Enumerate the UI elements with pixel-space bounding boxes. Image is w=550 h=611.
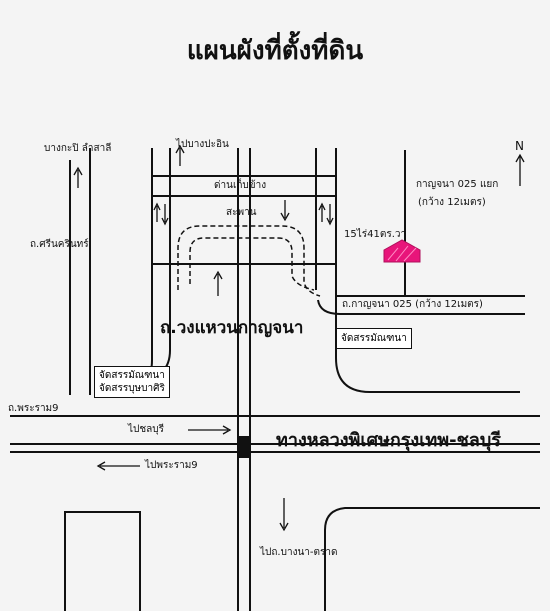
kanchana025-road-bottom xyxy=(317,299,525,315)
busaba-estate-left: จัดสรรบุษบาศิริ xyxy=(99,383,165,394)
srinakarin-label: ถ.ศรีนครินทร์ xyxy=(30,239,89,250)
lower-left-block xyxy=(64,511,141,611)
plot-area-label: 15ไร่41ตร.วา xyxy=(344,229,407,240)
bridge-label: สะพาน xyxy=(226,207,257,218)
plot-marker-icon xyxy=(383,239,421,263)
bangkapi-label: บางกะปิ ลำสาลี xyxy=(44,143,112,154)
ring-road-outer-left xyxy=(119,148,153,393)
interchange-marker xyxy=(238,436,250,458)
mantana-estate-right: จัดสรรมัณฑนา xyxy=(336,328,412,349)
flyover-loop-outer xyxy=(177,225,321,297)
kanchana025-junction-label: กาญจนา 025 แยก xyxy=(416,179,499,190)
motorway-label: ทางหลวงพิเศษกรุงเทพ-ชลบุรี xyxy=(276,430,501,451)
north-label: N xyxy=(515,139,524,153)
kanchana025-width-label: (กว้าง 12เมตร) xyxy=(418,197,486,208)
to-rama9-label: ไปพระราม9 xyxy=(145,460,198,471)
ring-road-label: ถ.วงแหวนกาญจนา xyxy=(160,318,304,338)
map-title: แผนผังที่ตั้งที่ดิน xyxy=(186,36,364,66)
lower-right-block xyxy=(324,507,540,611)
rama9-road-label: ถ.พระราม9 xyxy=(8,403,59,414)
to-bangna-label: ไปถ.บางนา-ตราด xyxy=(260,547,338,558)
to-bangpain-label: ไปบางปะอิน xyxy=(176,139,229,150)
flyover-loop-inner xyxy=(189,237,315,291)
toll-label: ด่านเก็บข้าง xyxy=(214,180,267,191)
to-chonburi-label: ไปชลบุรี xyxy=(128,424,165,435)
direction-arrows xyxy=(73,144,525,532)
estate-box-left: จัดสรรมัณฑนา จัดสรรบุษบาศิริ xyxy=(94,366,170,398)
ring-road-outer-right xyxy=(335,148,520,393)
mantana-estate-left: จัดสรรมัณฑนา xyxy=(99,370,165,381)
kanchana025-road-label: ถ.กาญจนา 025 (กว้าง 12เมตร) xyxy=(342,299,483,310)
